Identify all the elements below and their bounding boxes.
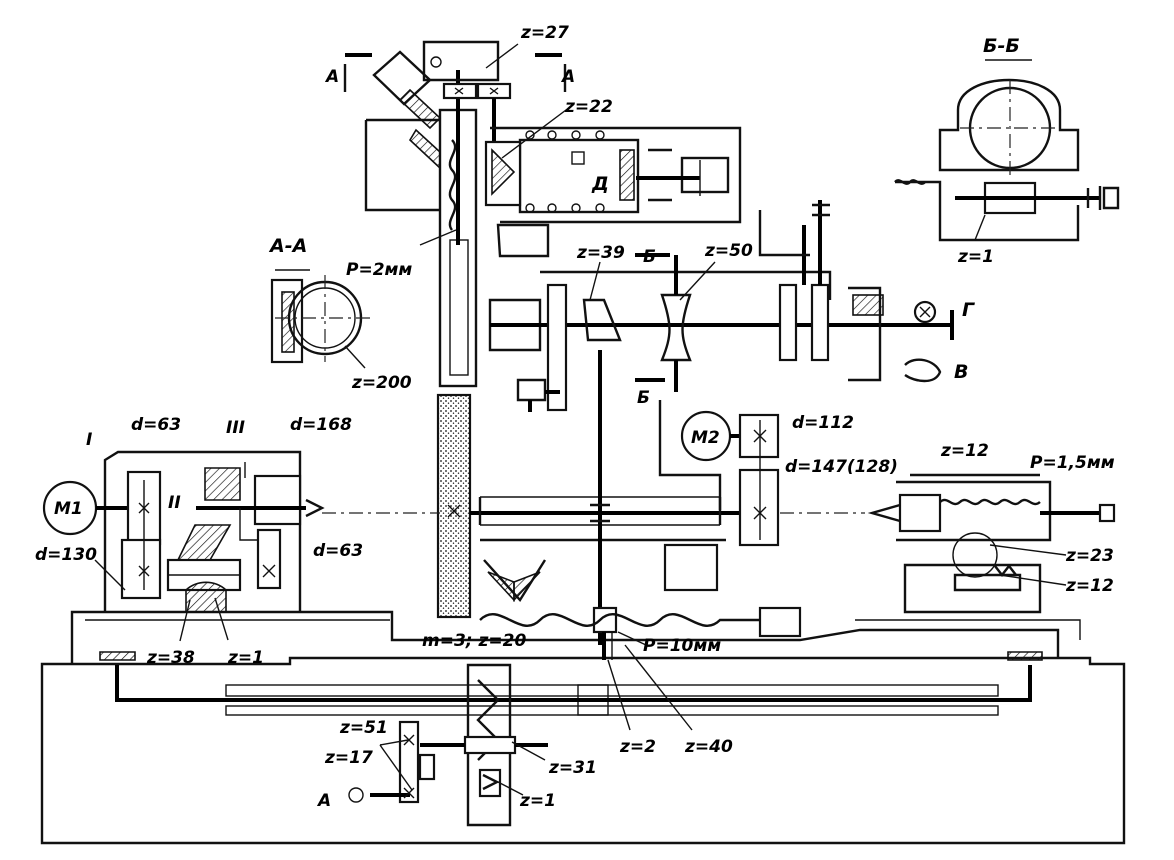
label-z12-bottom: z=12 <box>1065 576 1114 596</box>
label-z1-bb: z=1 <box>957 247 994 267</box>
label-handle-a: А <box>316 791 331 811</box>
label-d147: d=147(128) <box>785 457 898 477</box>
labels: z=27 z=22 A A Б-Б z=1 Д А-А Р=2мм z=200 … <box>35 23 1115 811</box>
label-d168: d=168 <box>290 415 352 435</box>
label-section-bb: Б-Б <box>983 35 1020 57</box>
label-shaft-i: I <box>86 430 92 450</box>
label-section-a-left: A <box>324 67 339 87</box>
label-d112: d=112 <box>792 413 854 433</box>
wheel-head <box>478 350 802 660</box>
label-z31: z=31 <box>548 758 597 778</box>
motor-m2-drive <box>680 410 780 547</box>
vertical-column <box>343 40 567 388</box>
label-z22: z=22 <box>564 97 613 117</box>
section-a-a <box>270 269 375 364</box>
label-z2: z=2 <box>619 737 656 757</box>
machine-bed <box>40 610 1126 845</box>
label-p10: Р=10мм <box>643 636 721 656</box>
label-z23: z=23 <box>1065 546 1114 566</box>
label-section-a-right: A <box>560 67 575 87</box>
traverse-gear-train <box>348 663 548 827</box>
label-b-lower: Б <box>637 388 650 408</box>
label-z27: z=27 <box>520 23 569 43</box>
label-b-upper: Б <box>643 247 656 267</box>
label-d63-bottom: d=63 <box>313 541 363 561</box>
label-section-aa: А-А <box>268 235 307 257</box>
feed-gear-train <box>488 200 954 510</box>
headstock-left <box>42 450 325 613</box>
label-z17: z=17 <box>324 748 373 768</box>
label-z12-top: z=12 <box>940 441 989 461</box>
label-handle-v: В <box>954 361 968 383</box>
label-z39: z=39 <box>576 243 625 263</box>
motor-d-housing <box>484 126 742 258</box>
label-z50: z=50 <box>704 241 753 261</box>
label-p15: Р=1,5мм <box>1030 453 1115 473</box>
label-z38: z=38 <box>146 648 195 668</box>
label-z200: z=200 <box>351 373 412 393</box>
label-m1: М1 <box>54 499 83 519</box>
label-z40: z=40 <box>684 737 733 757</box>
label-shaft-ii: II <box>168 493 181 513</box>
leader-lines <box>94 43 1067 796</box>
label-handle-g: Г <box>962 299 975 321</box>
section-b-b <box>894 59 1120 242</box>
label-d63-top: d=63 <box>131 415 181 435</box>
label-m2: М2 <box>691 428 720 448</box>
label-p2: Р=2мм <box>346 260 412 280</box>
label-d130: d=130 <box>35 545 97 565</box>
label-z51: z=51 <box>339 718 388 738</box>
grinding-wheel <box>436 393 472 619</box>
label-shaft-iii: III <box>226 418 245 438</box>
label-m3z20: m=3; z=20 <box>422 631 526 651</box>
label-z1-bottom: z=1 <box>519 791 556 811</box>
tailstock-right <box>867 473 1116 614</box>
label-z1-left: z=1 <box>227 648 264 668</box>
label-motor-d: Д <box>591 173 609 195</box>
